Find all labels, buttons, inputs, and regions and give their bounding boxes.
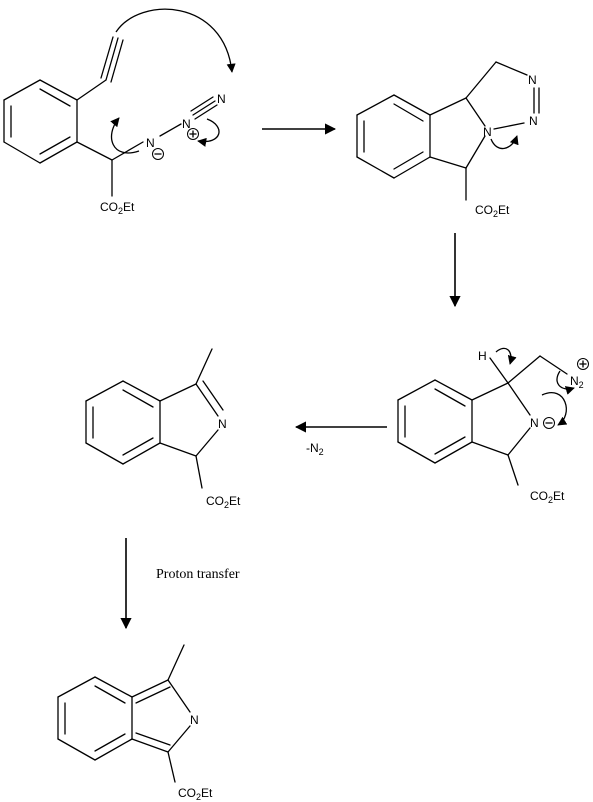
plus-charge xyxy=(187,128,199,140)
ch2-bond xyxy=(76,79,107,101)
ester-label: CO2Et xyxy=(178,786,213,802)
ester-label: CO2Et xyxy=(206,494,241,510)
benzene-ring xyxy=(356,94,431,179)
n2-label: N2 xyxy=(570,374,584,390)
svg-text:CO2Et: CO2Et xyxy=(530,489,565,505)
minus-charge xyxy=(543,417,555,429)
ch-to-n-bond xyxy=(111,141,144,161)
ring-n-label: N xyxy=(190,713,199,727)
plus-charge xyxy=(577,358,589,370)
ch-to-ester-bond xyxy=(507,454,519,486)
ring-n-label: N xyxy=(530,416,539,430)
svg-text:CO2Et: CO2Et xyxy=(100,200,135,216)
loss-of-n2-label: -N2 xyxy=(306,441,324,457)
proton-transfer-label: Proton transfer xyxy=(156,567,240,582)
triple-bond xyxy=(100,36,124,83)
ch-to-ester-bond xyxy=(195,455,203,489)
ring-to-ch-bond xyxy=(76,141,113,161)
svg-text:-N2: -N2 xyxy=(306,441,324,457)
h-label: H xyxy=(478,349,487,363)
curved-arrow-ring-opening xyxy=(490,135,519,150)
curved-arrow-alkyne-to-azide xyxy=(115,8,236,73)
ester-label: CO2Et xyxy=(475,203,510,219)
curved-arrow-n-triple xyxy=(197,118,220,147)
curved-arrow-n-lone-pair xyxy=(110,117,140,154)
curved-arrow-n-anion xyxy=(541,392,568,426)
benzene-ring xyxy=(57,676,133,761)
triazoline-n1-label: N xyxy=(528,73,537,87)
c-to-ester-bond xyxy=(167,751,176,783)
svg-text:CO2Et: CO2Et xyxy=(206,494,241,510)
svg-text:CO2Et: CO2Et xyxy=(178,786,213,802)
minus-charge xyxy=(152,148,164,160)
n-n-bond xyxy=(159,123,182,137)
ester-label: CO2Et xyxy=(100,200,135,216)
ring-n-label: N xyxy=(218,417,227,431)
structure-4-imine: N CO2Et xyxy=(85,348,241,510)
structure-5-isoindole-product: N CO2Et xyxy=(57,644,213,802)
curved-arrow-ch-bond xyxy=(495,347,517,365)
curved-arrow-n2-leaving xyxy=(556,370,575,395)
triazoline-n2-label: N xyxy=(529,114,538,128)
ch2-n2-bond xyxy=(539,355,568,375)
ester-label: CO2Et xyxy=(530,489,565,505)
n-triple-bond xyxy=(190,96,218,120)
svg-text:CO2Et: CO2Et xyxy=(475,203,510,219)
methyl-bond xyxy=(195,348,213,385)
benzene-ring xyxy=(3,79,78,164)
benzene-ring xyxy=(397,379,473,464)
azide-n1-label: N xyxy=(146,136,155,150)
ch-h-bond xyxy=(489,357,509,384)
methyl-bond xyxy=(167,644,185,681)
benzene-ring xyxy=(85,380,161,465)
structure-2-triazoline: N N N CO2Et xyxy=(356,61,540,219)
svg-text:N2: N2 xyxy=(570,374,584,390)
structure-1-alkyne-azide: N N N CO2Et xyxy=(3,8,236,216)
azide-n2-label: N xyxy=(182,117,191,131)
ch-ch2-bond xyxy=(507,355,541,384)
triazoline-n3-label: N xyxy=(483,125,492,139)
azide-n3-label: N xyxy=(217,92,226,106)
structure-3-diazonium-intermediate: H N N2 CO2Et xyxy=(397,347,589,505)
